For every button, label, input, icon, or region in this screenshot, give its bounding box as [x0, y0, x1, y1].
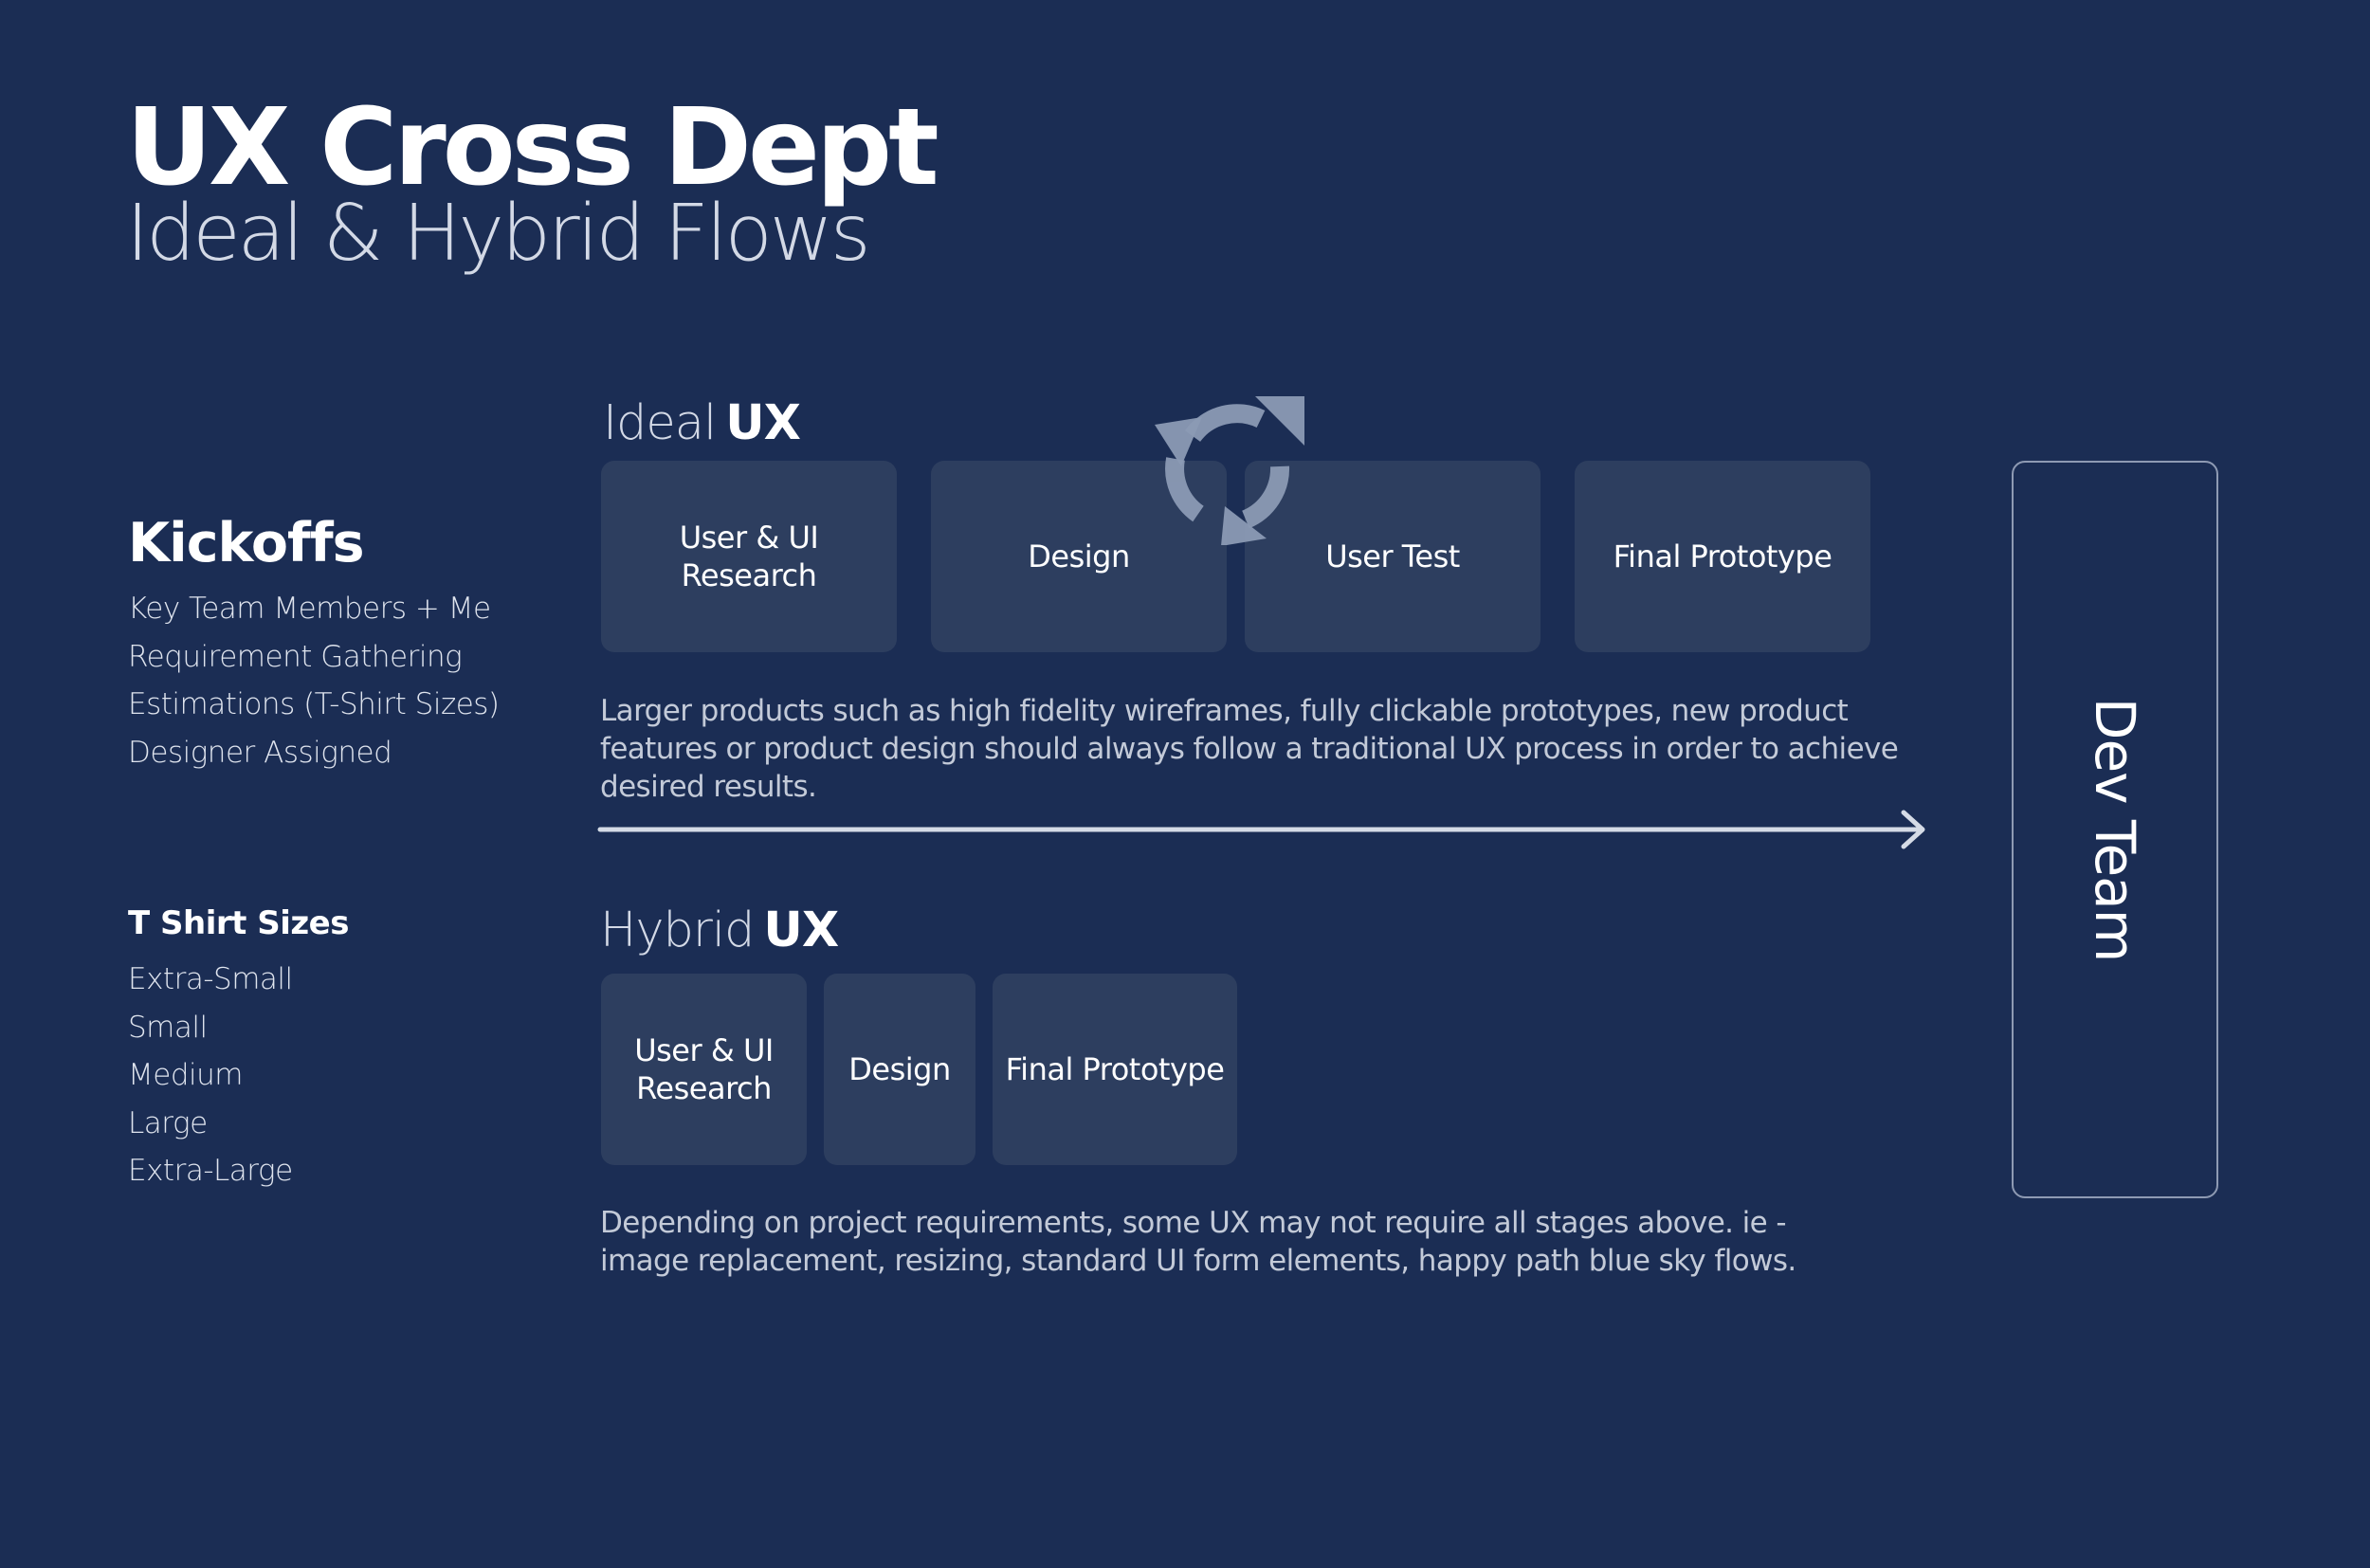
- hybrid-ux-description: Depending on project requirements, some …: [600, 1206, 1796, 1278]
- arrow-right-icon: [597, 810, 1925, 849]
- ideal-stage-final-prototype: Final Prototype: [1575, 461, 1870, 652]
- hybrid-stage-research: User & UI Research: [601, 974, 807, 1165]
- ideal-stage-research: User & UI Research: [601, 461, 897, 652]
- tshirt-size-item: Large: [128, 1105, 208, 1140]
- ideal-ux-description: Larger products such as high fidelity wi…: [600, 694, 1899, 804]
- tshirt-sizes-list: Extra-Small Small Medium Large Extra-Lar…: [128, 956, 293, 1195]
- kickoffs-item: Estimations (T-Shirt Sizes): [128, 687, 500, 721]
- hybrid-stage-final-prototype: Final Prototype: [993, 974, 1237, 1165]
- kickoffs-item: Requirement Gathering: [128, 639, 463, 674]
- dev-team-box: Dev Team: [2012, 461, 2218, 1198]
- kickoffs-heading: Kickoffs: [128, 512, 365, 574]
- page-title: UX Cross Dept: [126, 86, 939, 210]
- kickoffs-item: Key Team Members + Me: [128, 592, 491, 626]
- tshirt-size-item: Small: [128, 1010, 208, 1045]
- hybrid-ux-label-bold: UX: [763, 903, 839, 958]
- page-subtitle: Ideal & Hybrid Flows: [126, 189, 871, 279]
- ideal-stage-user-test: User Test: [1245, 461, 1540, 652]
- refresh-cycle-icon: [1155, 396, 1304, 545]
- kickoffs-list: Key Team Members + Me Requirement Gather…: [128, 585, 500, 776]
- tshirt-size-item: Extra-Small: [128, 962, 293, 996]
- kickoffs-item: Designer Assigned: [128, 735, 392, 770]
- tshirt-sizes-heading: T Shirt Sizes: [128, 904, 349, 942]
- dev-team-label: Dev Team: [2083, 697, 2147, 962]
- tshirt-size-item: Extra-Large: [128, 1154, 293, 1188]
- tshirt-size-item: Medium: [128, 1058, 243, 1092]
- ideal-ux-label-light: Ideal: [603, 395, 717, 451]
- ideal-ux-label-bold: UX: [725, 395, 801, 451]
- hybrid-ux-label-light: Hybrid: [600, 903, 755, 958]
- hybrid-stage-design: Design: [824, 974, 975, 1165]
